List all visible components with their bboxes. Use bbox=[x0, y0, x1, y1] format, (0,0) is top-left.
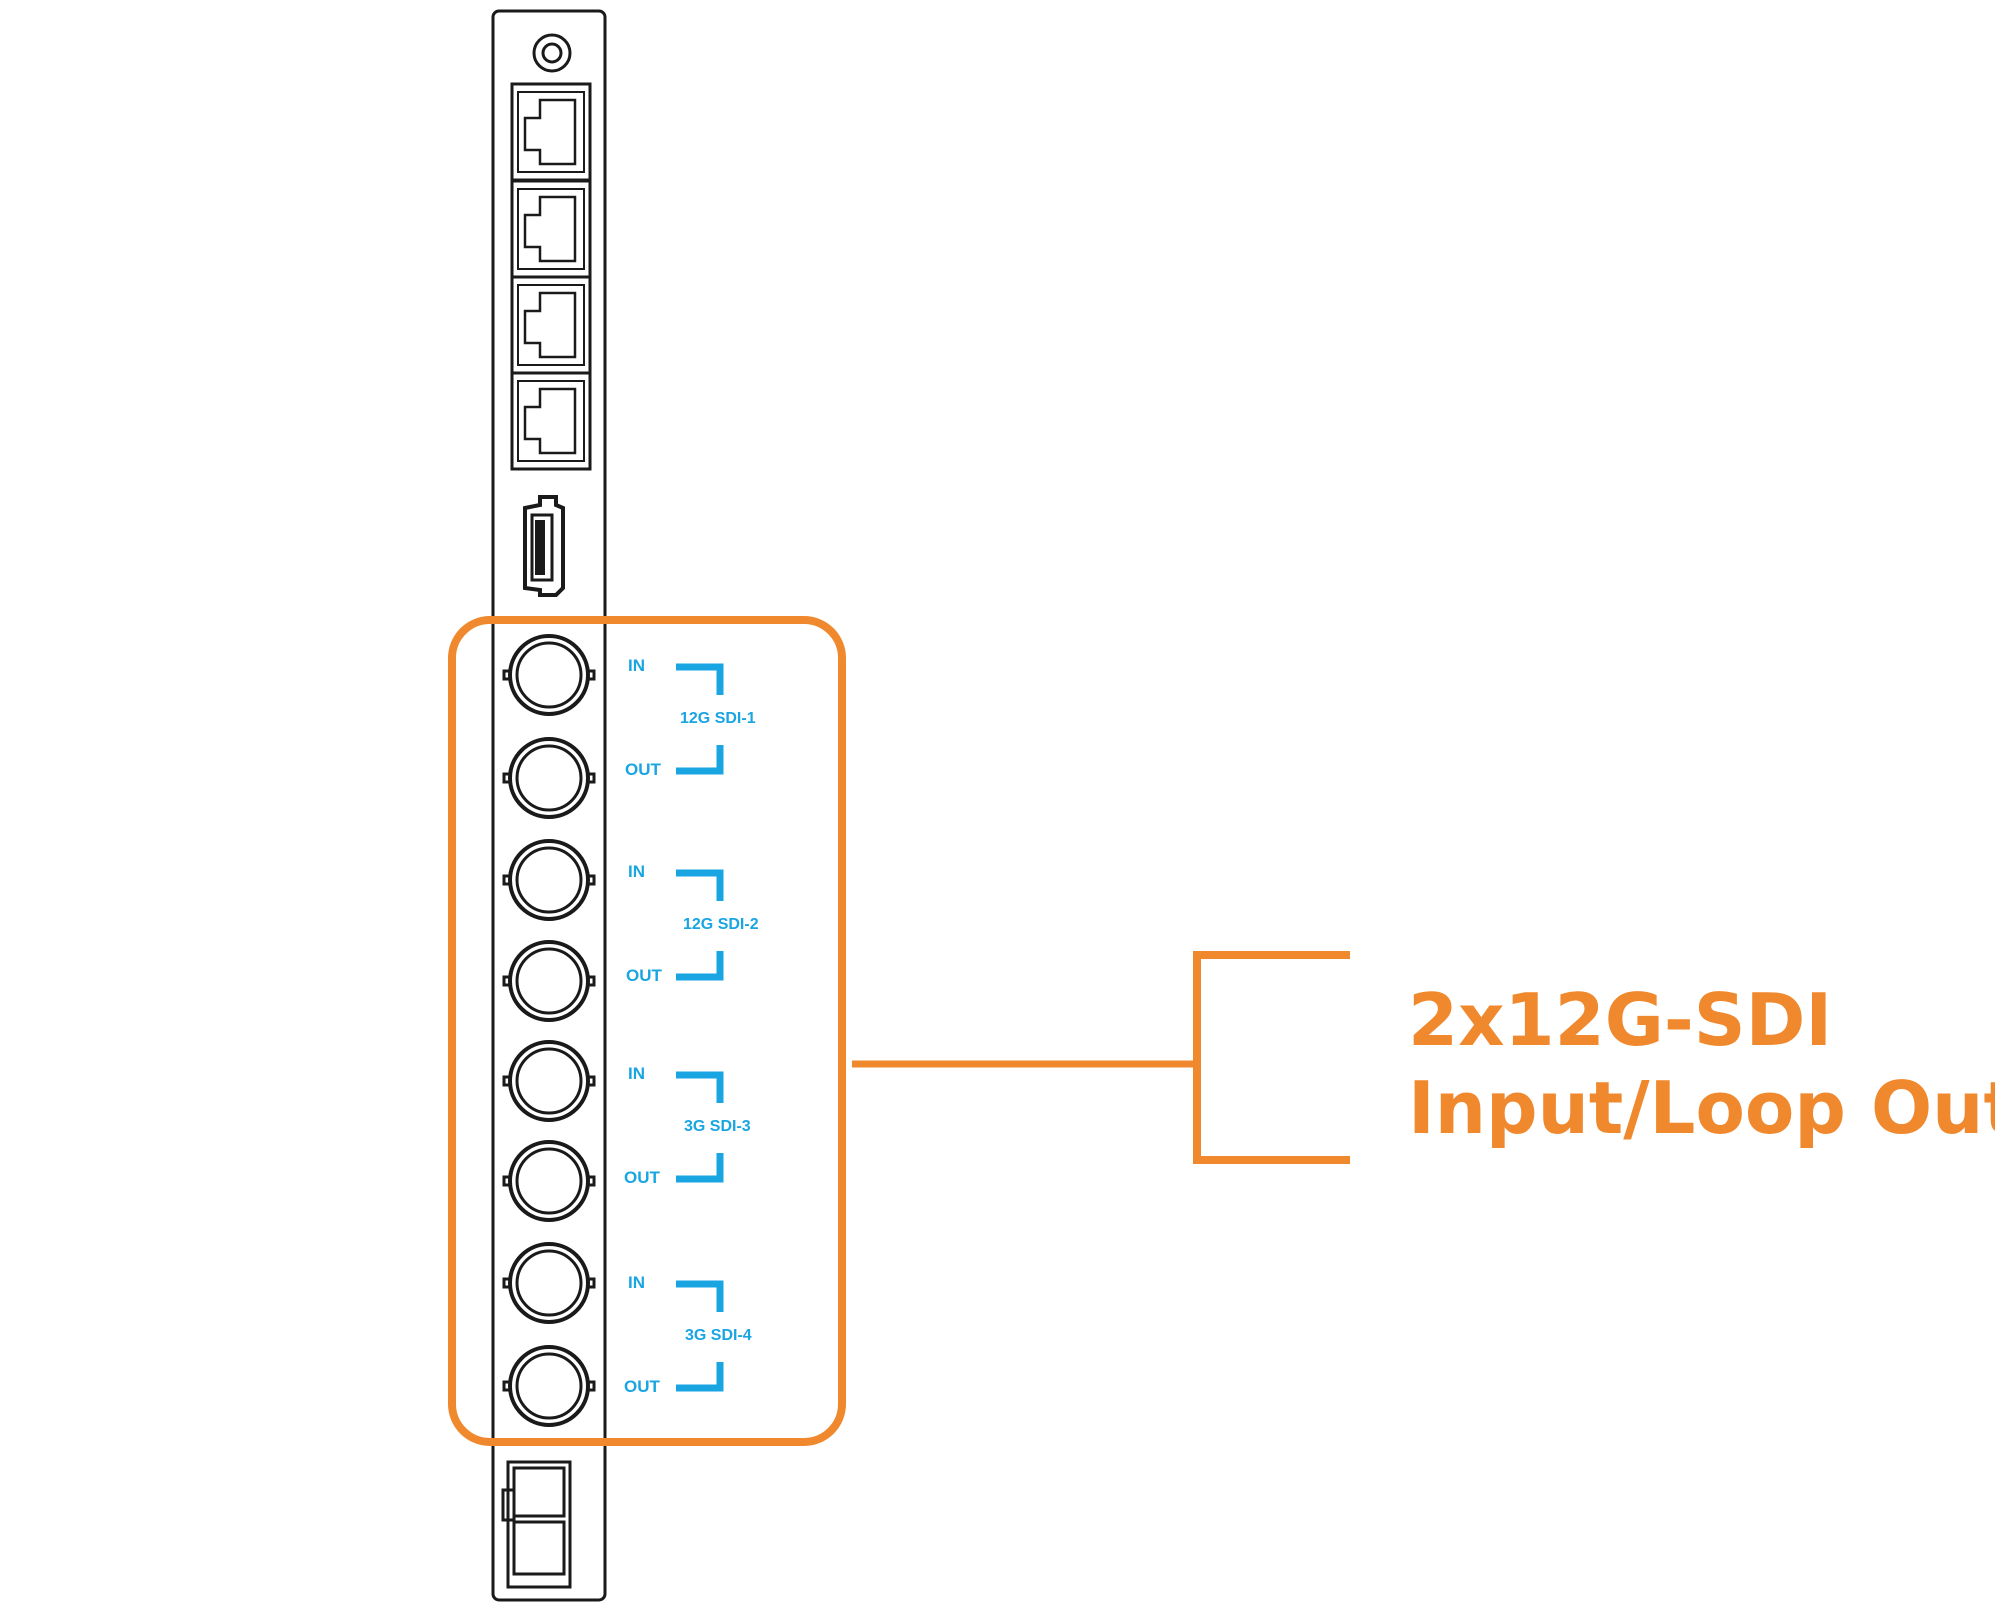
device-panel bbox=[491, 9, 607, 1602]
sdi-out-label: OUT bbox=[625, 760, 662, 779]
bnc-connector-icon bbox=[502, 1345, 596, 1427]
sdi-group-2: IN OUT 12G SDI-2 bbox=[626, 862, 759, 985]
sdi-in-label: IN bbox=[628, 1273, 645, 1292]
bnc-connector-icon bbox=[502, 1040, 596, 1122]
sdi-out-bracket bbox=[676, 951, 724, 981]
sdi-in-bracket bbox=[676, 869, 724, 901]
bnc-connector-icon bbox=[502, 1242, 596, 1324]
sdi-port-name: 3G SDI-4 bbox=[685, 1327, 752, 1344]
sdi-group-3: IN OUT 3G SDI-3 bbox=[624, 1064, 751, 1187]
hdmi-port-icon bbox=[523, 495, 565, 597]
sdi-group-4: IN OUT 3G SDI-4 bbox=[624, 1273, 752, 1396]
bnc-connector-icon bbox=[502, 839, 596, 921]
sdi-port-name: 12G SDI-2 bbox=[683, 916, 759, 933]
sdi-in-label: IN bbox=[628, 1064, 645, 1083]
callout-bracket bbox=[852, 951, 1350, 1164]
callout-title-line2: Input/Loop Out bbox=[1408, 1066, 1995, 1150]
sdi-out-label: OUT bbox=[626, 966, 663, 985]
sdi-group-1: IN OUT 12G SDI-1 bbox=[625, 656, 756, 779]
sdi-out-label: OUT bbox=[624, 1168, 661, 1187]
sdi-in-label: IN bbox=[628, 862, 645, 881]
sdi-in-label: IN bbox=[628, 656, 645, 675]
sdi-in-bracket bbox=[676, 1071, 724, 1103]
bnc-connector-column bbox=[502, 634, 596, 1427]
bnc-connector-icon bbox=[502, 737, 596, 819]
bnc-connector-icon bbox=[502, 940, 596, 1022]
sdi-port-name: 3G SDI-3 bbox=[684, 1118, 751, 1135]
sdi-out-bracket bbox=[676, 745, 724, 775]
bnc-connector-icon bbox=[502, 1140, 596, 1222]
sdi-in-bracket bbox=[676, 1280, 724, 1312]
callout-title-line1: 2x12G-SDI bbox=[1408, 978, 1832, 1062]
ethernet-port-icon bbox=[510, 179, 592, 279]
sdi-in-bracket bbox=[676, 663, 724, 695]
ethernet-port-icon bbox=[510, 371, 592, 471]
highlight-box bbox=[448, 616, 846, 1446]
sdi-out-bracket bbox=[676, 1362, 724, 1392]
sdi-out-bracket bbox=[676, 1153, 724, 1183]
sfp-cage-icon bbox=[501, 1460, 572, 1589]
bnc-connector-icon bbox=[502, 634, 596, 716]
rj45-port-stack bbox=[510, 82, 592, 471]
sdi-out-label: OUT bbox=[624, 1377, 661, 1396]
sdi-port-name: 12G SDI-1 bbox=[680, 710, 756, 727]
round-jack-icon bbox=[532, 33, 572, 73]
